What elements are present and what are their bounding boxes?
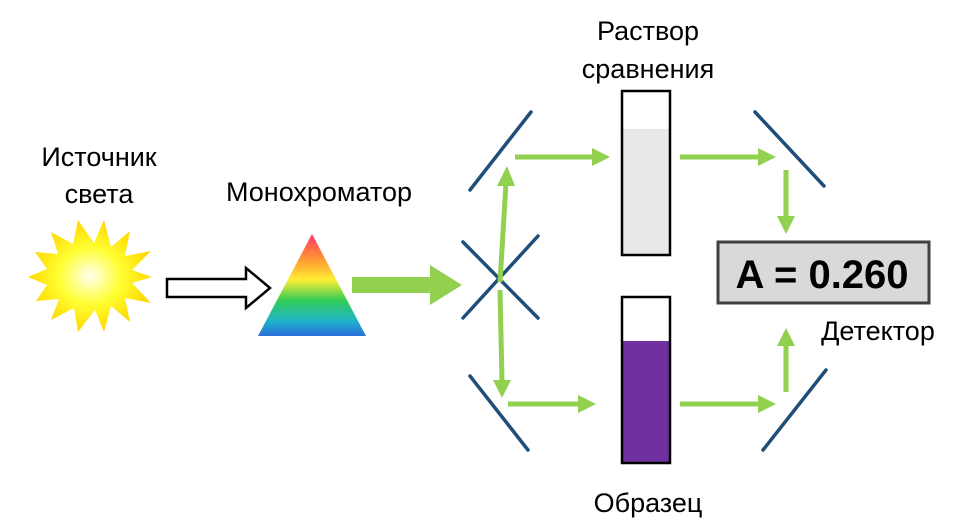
beam-arrow-main (352, 265, 462, 305)
absorbance-readout: A = 0.260 (735, 253, 908, 297)
beam-paths (493, 148, 795, 413)
mirror-bottom-right (761, 368, 828, 452)
sun-icon (28, 220, 152, 332)
mirror-bottom-left (468, 374, 530, 452)
light-source: Источник света (28, 142, 157, 332)
beam-down-to-detector-head (777, 216, 795, 234)
beam-up-shaft (497, 182, 509, 283)
source-label-line1: Источник (41, 142, 156, 172)
monochromator: Монохроматор (226, 177, 412, 336)
source-label-line2: света (65, 179, 135, 209)
mirror-top-left (468, 110, 533, 192)
beam-down-head (493, 380, 511, 398)
reference-label-line1: Раствор (597, 16, 699, 46)
monochromator-label: Монохроматор (226, 177, 412, 207)
beam-up-head (497, 166, 515, 186)
reference-label-line2: сравнения (582, 54, 714, 84)
beam-top-right-head (758, 148, 776, 166)
detector: A = 0.260 Детектор (716, 240, 935, 346)
mirrors (461, 110, 828, 452)
reference-solution (623, 129, 669, 254)
sample-cuvette: Образец (594, 295, 703, 518)
mirror-top-right (753, 110, 826, 188)
hollow-arrow-icon (165, 265, 272, 311)
beam-up-to-detector-head (777, 328, 795, 346)
sample-label: Образец (594, 488, 703, 518)
beam-bottom-head (578, 395, 596, 413)
reference-cuvette-outline (620, 89, 672, 257)
readout-box (716, 240, 931, 305)
prism-icon (258, 234, 366, 336)
detector-label: Детектор (821, 316, 935, 346)
reference-cuvette: Раствор сравнения (582, 16, 714, 257)
sample-cuvette-outline (620, 295, 672, 465)
sample-solution (623, 341, 669, 462)
beam-down-shaft (497, 289, 505, 383)
beam-top-head (592, 148, 610, 166)
beam-bottom-right-head (758, 395, 776, 413)
